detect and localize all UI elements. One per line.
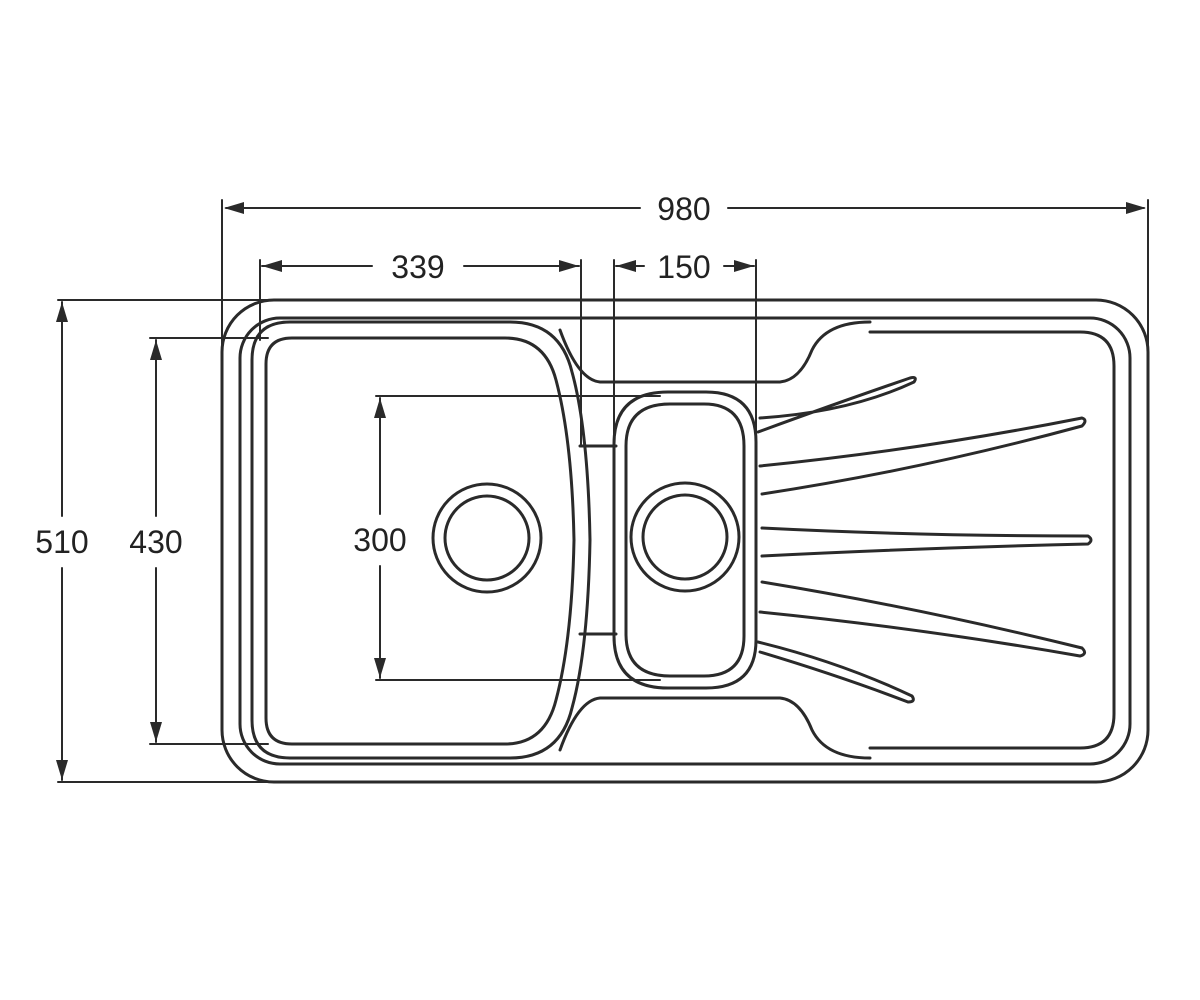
label-small-bowl-width: 150: [657, 249, 710, 285]
arrow-510-top: [56, 302, 68, 322]
arrow-510-bottom: [56, 760, 68, 780]
large-bowl-inner: [264, 336, 576, 746]
small-bowl-inner: [624, 402, 746, 678]
drainer-groove-5: [756, 640, 915, 704]
arrow-430-top: [150, 340, 162, 360]
dimension-labels: 980 339 150 510 430 300: [35, 191, 710, 560]
small-bowl: [612, 390, 758, 690]
label-overall-depth: 510: [35, 524, 88, 560]
drainer-groove-2: [758, 416, 1087, 496]
centre-bridge: [558, 320, 872, 760]
arrow-339-left: [262, 260, 282, 272]
arrow-980-left: [224, 202, 244, 214]
dimension-lines: [56, 199, 1149, 783]
small-bowl-outer: [612, 390, 758, 690]
small-bowl-waste-outer: [629, 481, 741, 593]
large-bowl-outer: [250, 320, 592, 760]
label-left-bowl-depth: 430: [129, 524, 182, 560]
drainer-groove-4: [758, 580, 1087, 658]
arrow-980-right: [1126, 202, 1146, 214]
label-overall-width: 980: [657, 191, 710, 227]
label-small-bowl-depth: 300: [353, 522, 406, 558]
label-left-bowl-width: 339: [391, 249, 444, 285]
outer-rim: [220, 298, 1150, 784]
arrow-300-top: [374, 398, 386, 418]
large-bowl-waste-inner: [443, 494, 531, 582]
arrow-430-bottom: [150, 722, 162, 742]
large-bowl-waste-outer: [431, 482, 543, 594]
large-bowl: [250, 320, 592, 760]
inner-rim: [238, 316, 1132, 766]
sink-outline: [220, 298, 1150, 784]
small-bowl-waste-inner: [641, 493, 729, 581]
arrow-150-right: [734, 260, 754, 272]
bridge-top-notch: [558, 320, 872, 384]
drainer-groove-3: [760, 526, 1093, 558]
drainer-groove-1: [756, 376, 917, 434]
arrow-339-right: [559, 260, 579, 272]
bridge-bottom-notch: [558, 696, 872, 760]
arrow-300-bottom: [374, 658, 386, 678]
drainer: [756, 330, 1116, 750]
drainer-outline: [868, 330, 1116, 750]
arrow-150-left: [616, 260, 636, 272]
